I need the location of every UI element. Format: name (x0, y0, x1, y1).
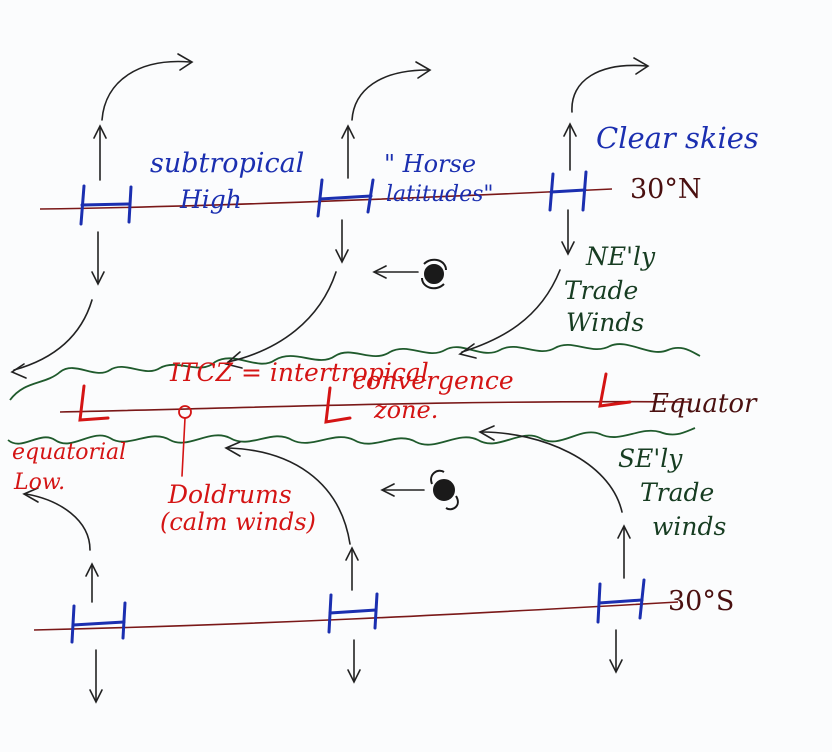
poleward-arrow-3 (571, 64, 647, 113)
label-trade-n: Trade (564, 276, 639, 305)
se-trade-arrow-2 (481, 431, 623, 513)
wind-arrows (10, 53, 650, 704)
high-mark-30n-1 (79, 184, 133, 226)
doldrums-marker (178, 405, 192, 419)
label-latitudes: latitudes" (386, 182, 494, 207)
label-equator: Equator (650, 389, 757, 419)
label-winds-s: winds (652, 512, 727, 541)
label-clear-skies: Clear skies (596, 121, 759, 155)
label-convergence: convergence (352, 366, 514, 395)
cloud-top-edge (9, 343, 701, 401)
label-calm-winds: (calm winds) (160, 508, 316, 536)
label-30s: 30°S (668, 586, 735, 617)
label-itcz: ITCZ = intertropical (170, 358, 429, 387)
high-pressure-marks (70, 170, 646, 644)
label-30n: 30°N (630, 174, 702, 205)
label-doldrums: Doldrums (168, 480, 292, 509)
se-trade-arrow-1 (227, 447, 351, 545)
high-mark-30s-1 (70, 601, 127, 644)
label-high: High (180, 185, 242, 214)
poleward-arrow-1 (101, 60, 191, 121)
label-low: Low. (14, 470, 66, 495)
rotation-icon-south (430, 469, 459, 511)
latitude-line-30n (39, 188, 613, 210)
poleward-arrow-2 (351, 69, 429, 121)
doldrums-pointer (181, 417, 186, 477)
label-zone: zone. (374, 396, 439, 424)
label-winds-n: Winds (566, 308, 645, 337)
rotation-symbols (421, 258, 459, 511)
low-mark-1 (78, 384, 110, 422)
high-mark-30s-3 (596, 578, 646, 624)
label-horse: " Horse (384, 150, 477, 178)
cloud-bottom-edge (7, 427, 696, 446)
latitude-line-equator (59, 400, 691, 413)
high-mark-30s-2 (327, 592, 379, 634)
label-subtropical: subtropical (150, 148, 305, 179)
low-mark-2 (324, 386, 352, 424)
label-ne-ly: NE'ly (586, 242, 656, 271)
rotation-icon-north (421, 258, 447, 290)
latitude-line-30s (33, 601, 679, 631)
equatorward-arrow-s1 (25, 493, 91, 551)
return-arrow-1 (13, 299, 93, 371)
low-mark-3 (598, 372, 632, 408)
ne-trade-arrow-2 (461, 269, 561, 353)
label-equatorial: equatorial (12, 440, 127, 465)
label-trade-s: Trade (640, 478, 715, 507)
ne-trade-arrow-1 (227, 271, 337, 363)
high-mark-30n-3 (548, 170, 588, 212)
high-mark-30n-2 (316, 178, 375, 218)
itcz-cloud-band (7, 343, 701, 446)
low-marks (78, 372, 632, 477)
label-se-ly: SE'ly (618, 444, 683, 473)
